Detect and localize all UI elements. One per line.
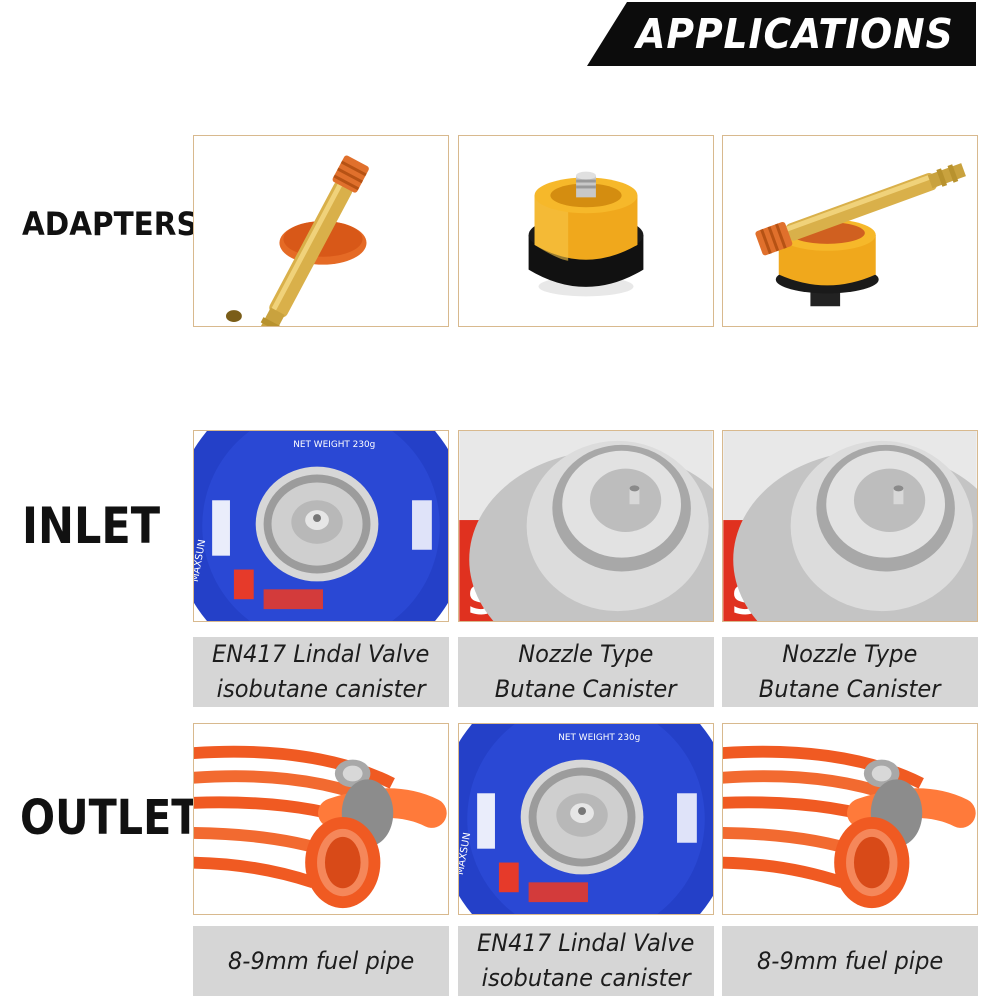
outlet-image-fuel-pipe-1: [193, 723, 449, 915]
outlet-caption-3: 8-9mm fuel pipe: [722, 926, 978, 996]
caption-line: 8-9mm fuel pipe: [756, 946, 944, 975]
outlet-caption-2: EN417 Lindal Valve isobutane canister: [458, 926, 714, 996]
fuel-pipe-icon: [194, 724, 448, 914]
outlet-image-fuel-pipe-2: [722, 723, 978, 915]
row-label-inlet: INLET: [22, 497, 161, 555]
adapter-image-cylinder: [458, 135, 714, 327]
cylinder-adapter-icon: [528, 171, 644, 297]
caption-line: EN417 Lindal Valve: [212, 640, 430, 668]
inlet-caption-1: EN417 Lindal Valve isobutane canister: [193, 637, 449, 707]
inlet-caption-3: Nozzle Type Butane Canister: [722, 637, 978, 707]
inlet-image-nozzle-canister-2: S: [722, 430, 978, 622]
inlet-image-lindal-canister: NET WEIGHT 230g MAXSUN: [193, 430, 449, 622]
row-label-outlet: OUTLET: [20, 790, 200, 846]
page-title: APPLICATIONS: [636, 10, 954, 58]
caption-line: Nozzle Type: [782, 640, 918, 668]
header-banner: [587, 2, 976, 66]
nozzle-canister-icon: S: [459, 431, 713, 621]
inlet-caption-2: Nozzle Type Butane Canister: [458, 637, 714, 707]
adapter-image-assembled: [722, 135, 978, 327]
lindal-canister-icon: NET WEIGHT 230g MAXSUN: [459, 724, 713, 914]
outlet-caption-1: 8-9mm fuel pipe: [193, 926, 449, 996]
caption-line: EN417 Lindal Valve: [477, 929, 695, 957]
inlet-image-nozzle-canister-1: S: [458, 430, 714, 622]
caption-line: isobutane canister: [481, 964, 691, 992]
canister-weight-label: NET WEIGHT 230g: [558, 733, 640, 743]
caption-line: Butane Canister: [495, 675, 677, 703]
hose-barb-adapter-icon: [226, 155, 369, 326]
caption-line: 8-9mm fuel pipe: [227, 946, 415, 975]
lindal-canister-icon: NET WEIGHT 230g MAXSUN: [194, 431, 448, 621]
caption-line: Butane Canister: [759, 675, 941, 703]
outlet-image-lindal-canister: NET WEIGHT 230g MAXSUN: [458, 723, 714, 915]
caption-line: isobutane canister: [216, 675, 426, 703]
fuel-pipe-icon: [723, 724, 977, 914]
canister-weight-label: NET WEIGHT 230g: [293, 440, 375, 450]
row-label-adapters: ADAPTERS: [22, 205, 198, 243]
adapter-image-hose-barb: [193, 135, 449, 327]
assembled-adapter-icon: [755, 163, 966, 307]
caption-line: Nozzle Type: [518, 640, 654, 668]
nozzle-canister-icon: S: [723, 431, 977, 621]
